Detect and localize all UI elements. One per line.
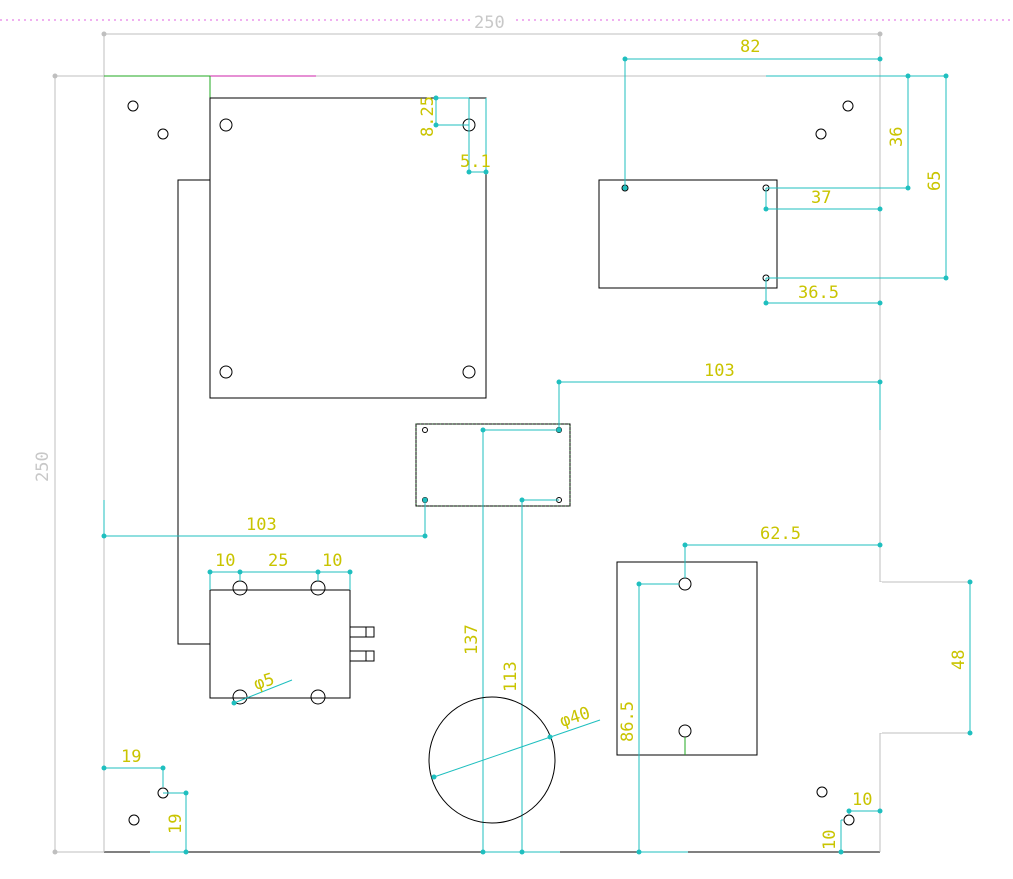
dim-10-b-label: 10 <box>322 551 342 571</box>
dim-5-1-label: 5.1 <box>460 152 491 172</box>
bottom-left-module <box>209 580 375 705</box>
large-round-hole: φ40 <box>428 696 601 824</box>
dim-19-vertical-label: 19 <box>166 814 186 834</box>
dim-center-vertical: 137 113 <box>462 427 560 855</box>
dim-10-vertical-label: 10 <box>820 830 840 850</box>
hole-bottom-left-b <box>128 814 140 826</box>
dim-86-5-label: 86.5 <box>618 701 638 742</box>
dim-113-label: 113 <box>501 661 521 692</box>
dim-board-hole: 8.25 5.1 <box>418 95 491 175</box>
center-board <box>415 423 571 507</box>
lower-right-board <box>616 561 758 756</box>
overall-height-label: 250 <box>33 451 53 482</box>
dim-upper-right: 82 36 65 37 36.5 <box>622 37 949 306</box>
large-board <box>209 97 487 399</box>
corner-holes <box>127 100 855 826</box>
plate-outline <box>103 75 881 853</box>
dim-phi5-label: φ5 <box>251 669 277 694</box>
dim-phi40-label: φ40 <box>557 703 592 732</box>
dim-103-left: 103 <box>101 497 428 539</box>
dim-bottom-right-hole: 10 10 <box>820 790 883 855</box>
dim-36-label: 36 <box>887 127 907 147</box>
dim-19-horizontal-label: 19 <box>121 747 141 767</box>
dim-10-a-label: 10 <box>215 551 235 571</box>
dim-65-label: 65 <box>925 171 945 191</box>
hole-bottom-right-a <box>816 786 828 798</box>
dim-module-holes: 10 25 10 φ5 <box>207 551 353 706</box>
dim-48-label: 48 <box>949 650 969 670</box>
dim-62-5-label: 62.5 <box>760 524 801 544</box>
dim-137-label: 137 <box>462 624 482 655</box>
dim-8-25-label: 8.25 <box>418 96 438 137</box>
dim-25-label: 25 <box>268 551 288 571</box>
dim-36-5-label: 36.5 <box>798 283 839 303</box>
dim-lower-right: 62.5 86.5 48 <box>618 524 973 855</box>
hole-top-right-b <box>815 128 827 140</box>
hole-top-left-b <box>157 128 169 140</box>
hole-bottom-right-b <box>843 814 855 826</box>
hole-top-left-a <box>127 100 139 112</box>
hole-top-right-a <box>842 100 854 112</box>
side-bracket <box>177 179 210 645</box>
upper-right-board <box>598 179 778 289</box>
dim-10-horizontal-label: 10 <box>852 790 872 810</box>
dim-37-label: 37 <box>811 188 831 208</box>
dim-103-left-label: 103 <box>246 515 277 535</box>
dim-82-label: 82 <box>740 37 760 57</box>
dim-103-top: 103 <box>556 361 883 433</box>
overall-width-label: 250 <box>474 13 505 33</box>
dim-103-top-label: 103 <box>704 361 735 381</box>
dim-bottom-left-hole: 19 19 <box>101 747 189 855</box>
overall-dimensions: 250 250 <box>33 12 883 855</box>
